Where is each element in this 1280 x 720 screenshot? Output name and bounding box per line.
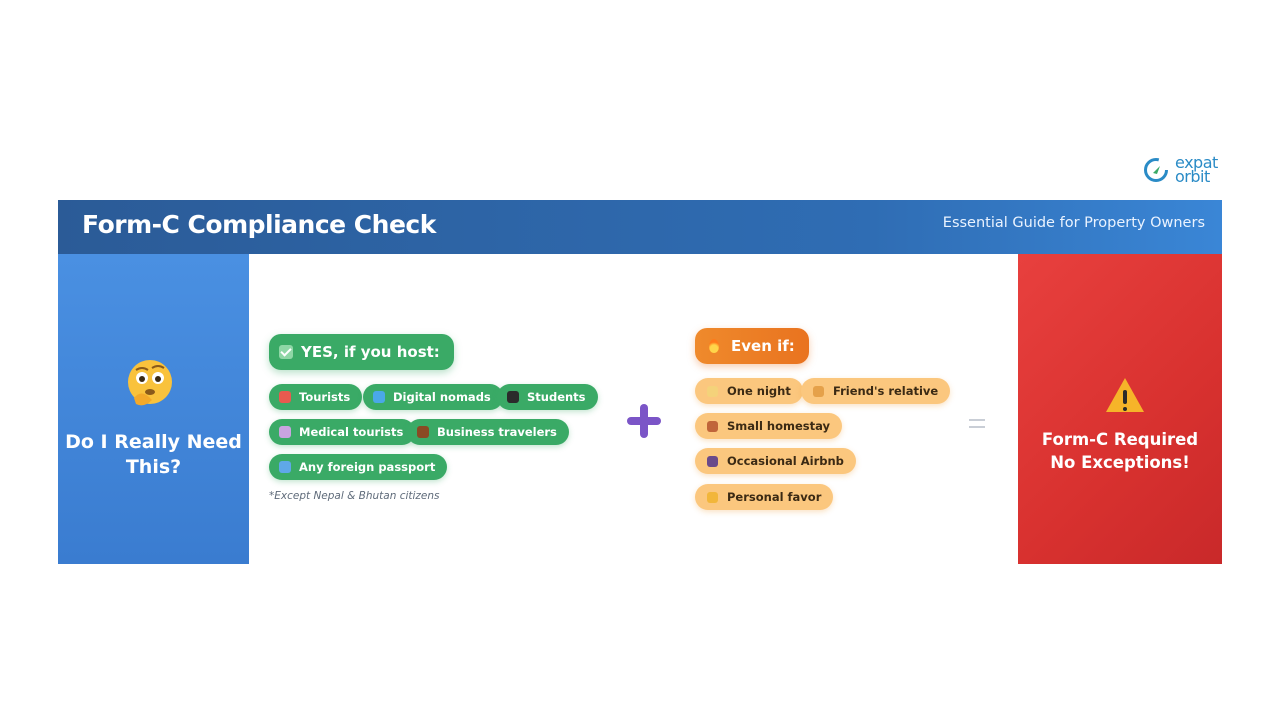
compliance-banner: Form-C Compliance Check Essential Guide …: [58, 200, 1222, 564]
even-if-heading-pill: Even if:: [695, 328, 809, 364]
condition-pill: One night: [695, 378, 803, 404]
globe-icon: [279, 461, 291, 473]
orbit-logo-icon: [1143, 157, 1169, 183]
people-icon: [813, 385, 824, 397]
check-mark-icon: [279, 345, 293, 359]
banner-header: Form-C Compliance Check Essential Guide …: [58, 200, 1222, 254]
guest-type-pill: Medical tourists: [269, 419, 416, 445]
laptop-icon: [373, 391, 385, 403]
yes-heading-pill: YES, if you host:: [269, 334, 454, 370]
expat-orbit-logo: expat orbit: [1143, 154, 1223, 186]
beach-umbrella-icon: [279, 391, 291, 403]
hospital-icon: [279, 426, 291, 438]
question-heading: Do I Really Need This?: [65, 431, 242, 478]
phone-icon: [707, 455, 718, 467]
guest-type-pill: Any foreign passport: [269, 454, 448, 480]
result-panel: Form-C Required No Exceptions!: [1018, 254, 1222, 564]
warning-icon-mark: [1123, 390, 1127, 404]
logo-wordmark: expat orbit: [1175, 153, 1218, 186]
question-panel: Do I Really Need This?: [58, 254, 249, 564]
guest-type-pill: Business travelers: [407, 419, 569, 445]
condition-pill: Small homestay: [695, 413, 843, 439]
page-title: Form-C Compliance Check: [82, 210, 436, 239]
page-subtitle: Essential Guide for Property Owners: [942, 215, 1205, 231]
equals-icon: [969, 419, 985, 428]
thinking-face-icon: [124, 358, 176, 410]
condition-pill: Friend's relative: [801, 378, 951, 404]
house-icon: [707, 420, 718, 432]
condition-pill: Occasional Airbnb: [695, 448, 856, 474]
warning-icon-dot: [1123, 407, 1127, 411]
briefcase-icon: [417, 426, 429, 438]
handshake-icon: [707, 491, 718, 503]
condition-pill: Personal favor: [695, 484, 834, 510]
graduation-cap-icon: [507, 391, 519, 403]
fire-icon: [709, 339, 719, 353]
guest-type-pill: Students: [497, 384, 598, 410]
exception-footnote: *Except Nepal & Bhutan citizens: [269, 490, 440, 502]
guest-type-pill: Tourists: [269, 384, 363, 410]
criteria-section: YES, if you host: Tourists Digital nomad…: [249, 254, 1018, 564]
plus-icon: [627, 404, 661, 438]
moon-icon: [707, 385, 718, 397]
guest-type-pill: Digital nomads: [363, 384, 503, 410]
result-heading: Form-C Required No Exceptions!: [1041, 430, 1199, 472]
